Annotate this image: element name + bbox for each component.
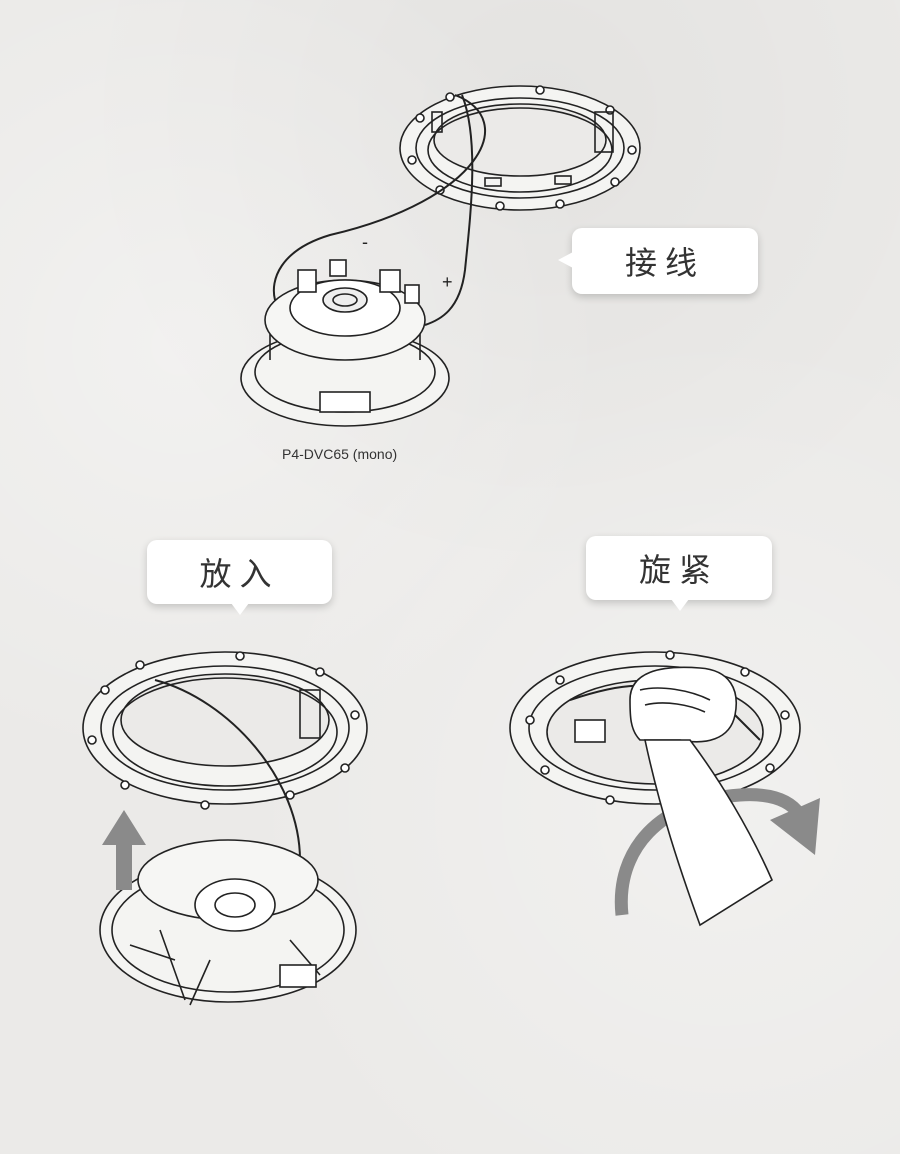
step-label-wiring: 接线 [624,244,705,282]
step-label-insert: 放入 [199,555,280,593]
bubble-tail [558,252,573,268]
positive-terminal-label: + [442,272,453,292]
speaker-unit-top [240,259,450,427]
mounting-ring-top [399,85,641,211]
step-bubble-tighten: 旋紧 [586,536,772,600]
speaker-wires [272,94,486,326]
step-bubble-insert: 放入 [147,540,332,604]
bubble-tail [231,603,249,615]
step-label-tighten: 旋紧 [638,551,719,589]
bubble-tail [671,599,689,611]
arrow-up-icon [102,810,146,890]
step-bubble-wiring: 接线 [572,228,758,294]
negative-terminal-label: - [362,232,368,252]
rotate-arrow-head [770,798,820,855]
speaker-unit-insert [99,839,357,1006]
model-caption: P4-DVC65 (mono) [282,446,398,462]
hand-icon [629,666,774,927]
mounting-ring-insert [82,651,368,861]
